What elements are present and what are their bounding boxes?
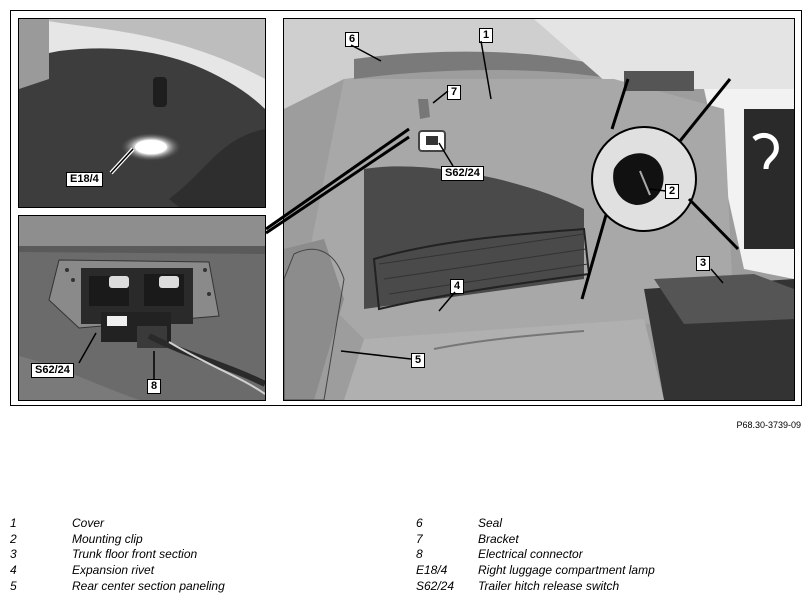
callout-8: 8 <box>147 379 162 394</box>
callout-4: 4 <box>450 279 465 294</box>
callout-5: 5 <box>411 353 426 368</box>
callout-6: 6 <box>345 32 360 47</box>
trunk-main-photo <box>283 18 795 401</box>
callout-2: 2 <box>665 184 680 199</box>
callout-7: 7 <box>447 85 462 100</box>
callout-s62-24-main: S62/24 <box>441 166 484 181</box>
lamp-detail-photo <box>18 18 266 208</box>
callout-e18-4: E18/4 <box>66 172 103 187</box>
callout-s62-24-detail: S62/24 <box>31 363 74 378</box>
figure-frame: E18/4 S62/24 8 6 1 7 S62/24 2 3 4 5 <box>10 10 802 406</box>
callout-1: 1 <box>479 28 494 43</box>
figure-reference: P68.30-3739-09 <box>736 420 801 430</box>
callout-3: 3 <box>696 256 711 271</box>
